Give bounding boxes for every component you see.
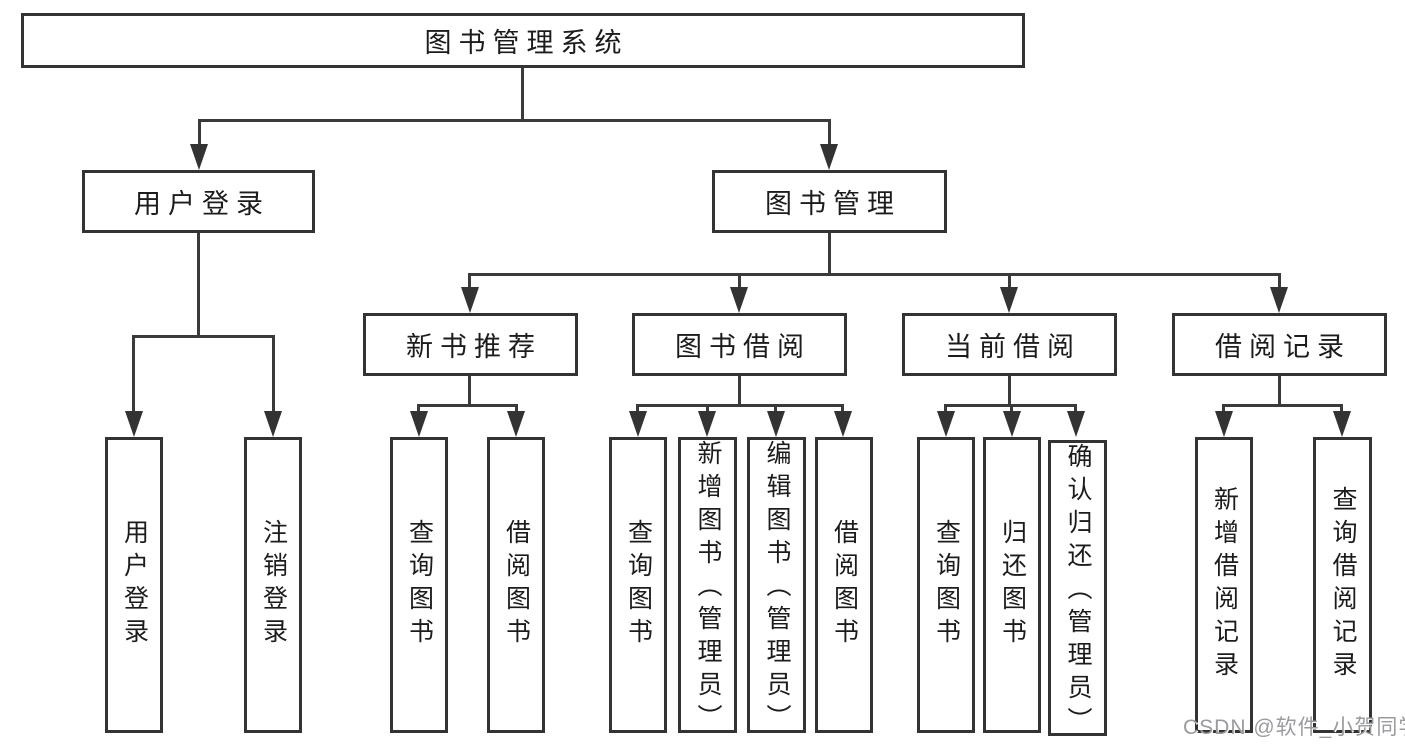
connector-drop — [841, 404, 844, 414]
node-label: 当前借阅 — [945, 332, 1081, 362]
leaf-confirm-return-admin: 确认归还（管理员） — [1048, 440, 1107, 740]
node-label: 新书推荐 — [406, 332, 542, 362]
connector-user-login-stem — [197, 233, 200, 335]
leaf-return-books: 归还图书 — [983, 437, 1041, 733]
connector-drop — [636, 404, 639, 414]
connector-branch — [1222, 404, 1343, 407]
leaf-label: 归还图书 — [998, 519, 1027, 651]
leaf-label: 新增图书（管理员） — [694, 440, 722, 737]
leaf-add-book-admin: 新增图书（管理员） — [678, 437, 737, 737]
arrow-down-icon — [1067, 411, 1085, 437]
leaf-label: 查询借阅记录 — [1329, 486, 1357, 684]
node-borrowing-records: 借阅记录 — [1172, 313, 1387, 376]
connector-drop — [1008, 273, 1011, 290]
arrow-down-icon — [730, 287, 748, 313]
connector-book-mgmt-branch — [468, 273, 1281, 276]
leaf-borrow-books-recommend: 借阅图书 — [487, 437, 545, 733]
connector-root-branch — [198, 119, 831, 122]
leaf-logout: 注销登录 — [244, 437, 302, 733]
connector-drop — [774, 404, 777, 414]
leaf-borrow-books: 借阅图书 — [815, 437, 873, 733]
connector-stem — [1278, 376, 1281, 407]
connector-stem — [468, 376, 471, 407]
node-current-borrowing: 当前借阅 — [902, 313, 1117, 376]
arrow-down-icon — [767, 411, 785, 437]
connector-drop — [944, 404, 947, 414]
connector-branch — [417, 404, 518, 407]
arrow-down-icon — [1000, 287, 1018, 313]
node-user-login: 用户登录 — [82, 170, 315, 233]
arrow-down-icon — [698, 411, 716, 437]
connector-drop — [468, 273, 471, 290]
connector-drop — [1340, 404, 1343, 414]
arrow-down-icon — [1003, 411, 1021, 437]
leaf-user-login: 用户登录 — [105, 437, 163, 733]
arrow-down-icon — [190, 144, 208, 170]
connector-drop — [1010, 404, 1013, 414]
connector-user-login-branch — [132, 335, 275, 338]
leaf-label: 注销登录 — [259, 519, 288, 651]
leaf-add-borrow-record: 新增借阅记录 — [1195, 437, 1253, 733]
node-label: 图书借阅 — [675, 332, 811, 362]
connector-drop — [1278, 273, 1281, 290]
node-book-management: 图书管理 — [712, 170, 947, 233]
node-label: 图书管理 — [765, 189, 901, 219]
arrow-down-icon — [410, 411, 428, 437]
node-label: 借阅记录 — [1215, 332, 1351, 362]
node-library-management-system: 图书管理系统 — [21, 13, 1025, 68]
connector-drop — [1222, 404, 1225, 414]
arrow-down-icon — [834, 411, 852, 437]
arrow-down-icon — [937, 411, 955, 437]
leaf-label: 查询图书 — [932, 519, 961, 651]
leaf-label: 编辑图书（管理员） — [763, 440, 791, 737]
leaf-query-books-current: 查询图书 — [917, 437, 975, 733]
leaf-label: 查询图书 — [624, 519, 653, 651]
connector-book-mgmt-stem — [828, 233, 831, 273]
node-label: 图书管理系统 — [424, 28, 629, 58]
connector-drop — [706, 404, 709, 414]
connector-stem — [1008, 376, 1011, 407]
connector-drop — [132, 335, 135, 414]
leaf-query-books-recommend: 查询图书 — [390, 437, 448, 733]
connector-drop — [515, 404, 518, 414]
arrow-down-icon — [1215, 411, 1233, 437]
node-book-borrowing: 图书借阅 — [632, 313, 847, 376]
connector-branch — [636, 404, 844, 407]
leaf-label: 查询图书 — [405, 519, 434, 651]
arrow-down-icon — [461, 287, 479, 313]
leaf-query-borrow-record: 查询借阅记录 — [1313, 437, 1372, 733]
arrow-down-icon — [820, 144, 838, 170]
connector-stem — [738, 376, 741, 407]
arrow-down-icon — [264, 411, 282, 437]
leaf-label: 用户登录 — [120, 519, 149, 651]
arrow-down-icon — [507, 411, 525, 437]
node-new-book-recommend: 新书推荐 — [363, 313, 578, 376]
connector-root-stem — [521, 68, 524, 120]
node-label: 用户登录 — [134, 189, 270, 219]
arrow-down-icon — [1333, 411, 1351, 437]
connector-drop — [417, 404, 420, 414]
leaf-label: 新增借阅记录 — [1210, 486, 1239, 684]
connector-drop — [738, 273, 741, 290]
leaf-label: 借阅图书 — [830, 519, 859, 651]
arrow-down-icon — [125, 411, 143, 437]
connector-book-mgmt-drop — [828, 119, 831, 147]
arrow-down-icon — [629, 411, 647, 437]
connector-drop — [272, 335, 275, 414]
connector-drop — [1074, 404, 1077, 414]
leaf-edit-book-admin: 编辑图书（管理员） — [747, 437, 806, 737]
leaf-label: 确认归还（管理员） — [1064, 443, 1092, 740]
csdn-watermark: CSDN @软件_小贺同学 — [1183, 716, 1405, 739]
connector-user-login-drop — [198, 119, 201, 147]
leaf-query-books-borrowing: 查询图书 — [609, 437, 667, 733]
arrow-down-icon — [1270, 287, 1288, 313]
leaf-label: 借阅图书 — [502, 519, 531, 651]
